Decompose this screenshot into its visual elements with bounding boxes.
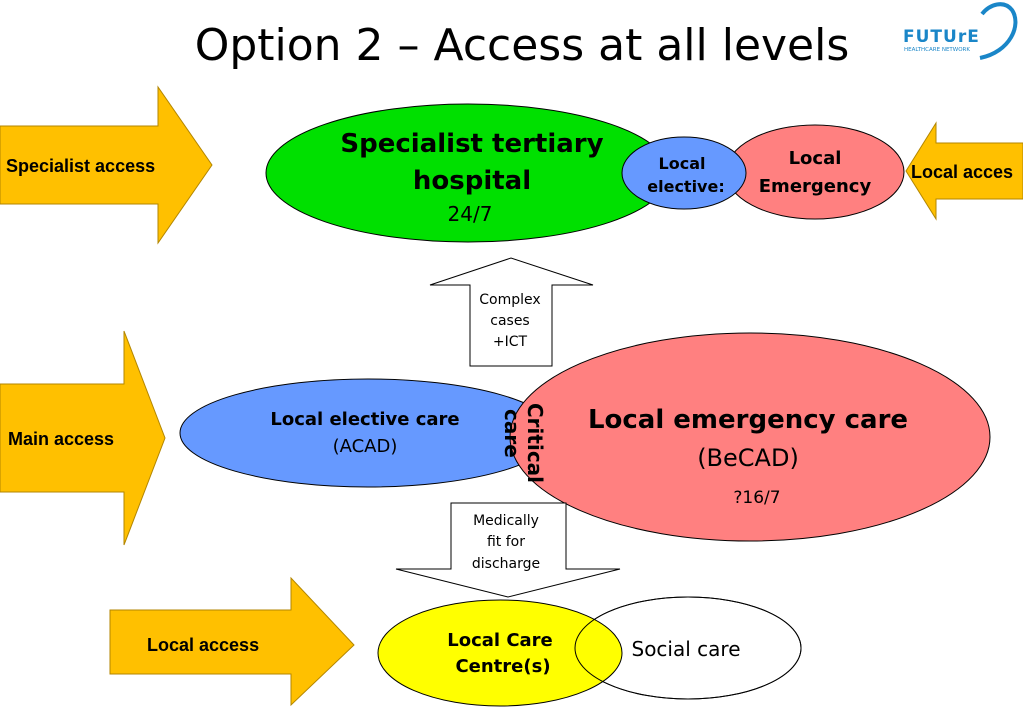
specialist-tertiary-hospital: Specialist tertiary hospital 24/7 — [265, 103, 671, 243]
logo-subtitle: HEALTHCARE NETWORK — [904, 47, 970, 53]
hospital-title-line2: hospital — [413, 166, 531, 196]
local-emergency-small-line2: Emergency — [759, 176, 872, 197]
complex-cases-line2: cases — [490, 313, 529, 329]
main-access-arrow: Main access — [0, 330, 166, 546]
local-emergency-care-hours: ?16/7 — [733, 488, 780, 508]
medically-fit-line3: discharge — [472, 556, 540, 572]
logo-swoosh-icon — [979, 2, 1018, 60]
critical-care-line2: care — [500, 409, 524, 458]
local-access-bottom-label: Local access — [147, 635, 259, 655]
local-emergency-care: Local emergency care (BeCAD) ?16/7 — [509, 332, 991, 542]
local-elective-small: Local elective: — [621, 136, 747, 210]
specialist-access-arrow: Specialist access — [0, 85, 213, 245]
local-access-bottom-arrow: Local access — [109, 576, 355, 707]
medically-fit-arrow: Medically fit for discharge — [395, 502, 621, 598]
local-emergency-care-title: Local emergency care — [588, 405, 908, 435]
social-care-overlay: Social care — [574, 596, 802, 700]
local-emergency-care-sub: (BeCAD) — [697, 444, 799, 472]
specialist-access-label: Specialist access — [6, 156, 155, 176]
complex-cases-line3: +ICT — [493, 334, 528, 350]
local-elective-care-sub: (ACAD) — [333, 436, 398, 457]
logo-name: FUTUrE — [903, 27, 980, 47]
local-elective-care-title: Local elective care — [270, 409, 459, 430]
local-emergency-small-line1: Local — [789, 148, 842, 169]
slide-title: Option 2 – Access at all levels — [195, 20, 850, 71]
complex-cases-arrow: Complex cases +ICT — [429, 257, 594, 367]
critical-care-label: Critical care — [500, 403, 547, 483]
local-elective-care: Local elective care (ACAD) — [179, 378, 557, 488]
local-access-right-label: Local acces — [911, 162, 1013, 182]
complex-cases-line1: Complex — [479, 292, 540, 308]
medically-fit-line2: fit for — [487, 534, 525, 550]
local-elective-small-line2: elective: — [647, 177, 724, 196]
hospital-title-line1: Specialist tertiary — [340, 129, 603, 159]
future-healthcare-network-logo: FUTUrE HEALTHCARE NETWORK — [903, 2, 1018, 60]
local-care-centre-line2: Centre(s) — [455, 656, 550, 677]
social-care-label: Social care — [632, 637, 741, 661]
hospital-hours: 24/7 — [448, 202, 493, 226]
critical-care-line1: Critical — [523, 403, 547, 483]
main-access-label: Main access — [8, 429, 114, 449]
local-care-centre: Local Care Centre(s) — [377, 599, 623, 707]
local-access-right-arrow: Local acces — [905, 121, 1023, 221]
local-care-centre-line1: Local Care — [447, 630, 553, 651]
medically-fit-line1: Medically — [473, 513, 539, 529]
local-elective-small-line1: Local — [659, 154, 706, 173]
local-emergency-small: Local Emergency — [725, 124, 905, 220]
